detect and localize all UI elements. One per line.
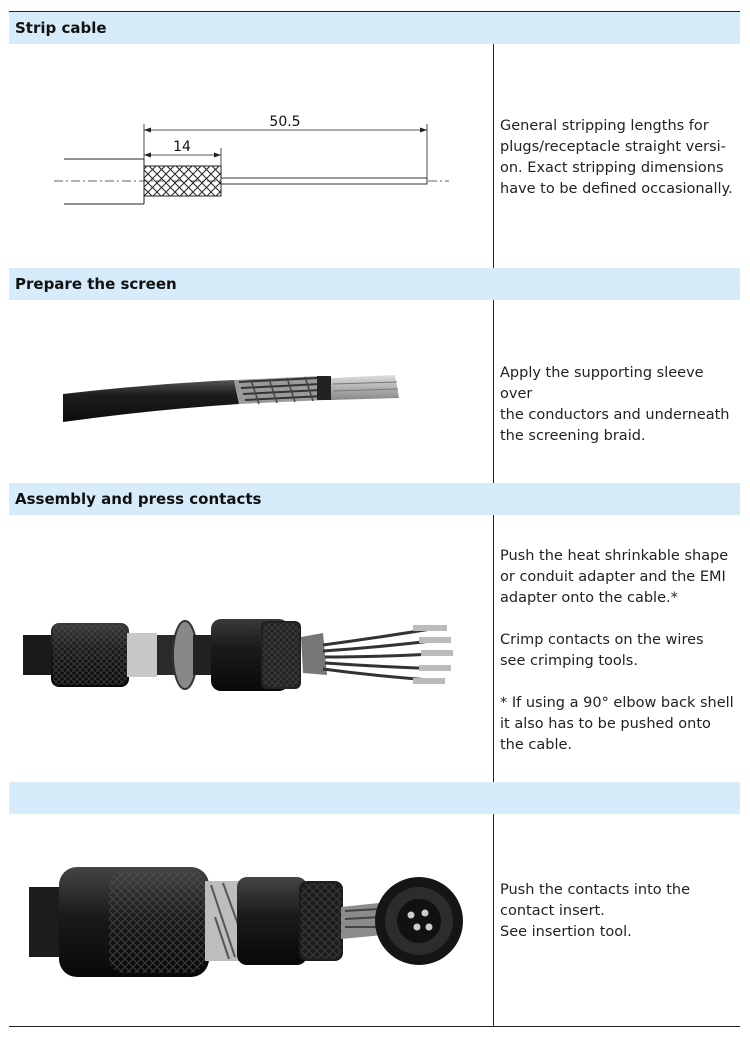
text-line: * If using a 90° elbow back shell	[500, 695, 734, 711]
section-title: Assembly and press contacts	[15, 490, 262, 508]
text-line: Crimp contacts on the wires	[500, 632, 704, 648]
text-line: it also has to be pushed onto	[500, 716, 711, 732]
text-line: the conductors and underneath	[500, 407, 730, 423]
text-line: General stripping lengths for	[500, 118, 709, 134]
section-header-empty	[9, 782, 740, 814]
section-title: Prepare the screen	[15, 275, 177, 293]
assembly-instruction-sheet: Strip cable 50.5 14 General stripping	[9, 11, 740, 1027]
text-line: See insertion tool.	[500, 924, 632, 940]
section-header-assembly-press-contacts: Assembly and press contacts	[9, 483, 740, 515]
prepare-screen-description: Apply the supporting sleeve over the con…	[500, 363, 736, 447]
text-line: contact insert.	[500, 903, 605, 919]
contact-insertion-photo	[29, 867, 463, 977]
text-line: Apply the supporting sleeve over	[500, 365, 704, 402]
text-line: have to be defined occasionally.	[500, 181, 733, 197]
text-line: Push the contacts into the	[500, 882, 691, 898]
contact-insertion-description: Push the contacts into the contact inser…	[500, 880, 736, 943]
section-title: Strip cable	[15, 19, 107, 37]
assembly-press-contacts-description: Push the heat shrinkable shape or condui…	[500, 546, 736, 756]
strip-cable-description: General stripping lengths for plugs/rece…	[500, 116, 736, 200]
section-header-strip-cable: Strip cable	[9, 12, 740, 44]
text-line: the screening braid.	[500, 428, 646, 444]
dimension-label-braid: 14	[173, 139, 191, 155]
prepared-screen-cable-photo	[63, 375, 399, 422]
text-line: adapter onto the cable.*	[500, 590, 678, 606]
text-line: on. Exact stripping dimensions	[500, 160, 724, 176]
text-line: see crimping tools.	[500, 653, 638, 669]
connector-assembly-photo	[23, 619, 453, 691]
text-line: the cable.	[500, 737, 573, 753]
section-header-prepare-screen: Prepare the screen	[9, 268, 740, 300]
text-line: or conduit adapter and the EMI	[500, 569, 726, 585]
column-divider	[493, 12, 494, 1026]
text-line: Push the heat shrinkable shape	[500, 548, 729, 564]
strip-cable-dimension-drawing: 50.5 14	[54, 114, 449, 205]
text-line: plugs/receptacle straight versi-	[500, 139, 726, 155]
dimension-label-total: 50.5	[269, 114, 300, 130]
